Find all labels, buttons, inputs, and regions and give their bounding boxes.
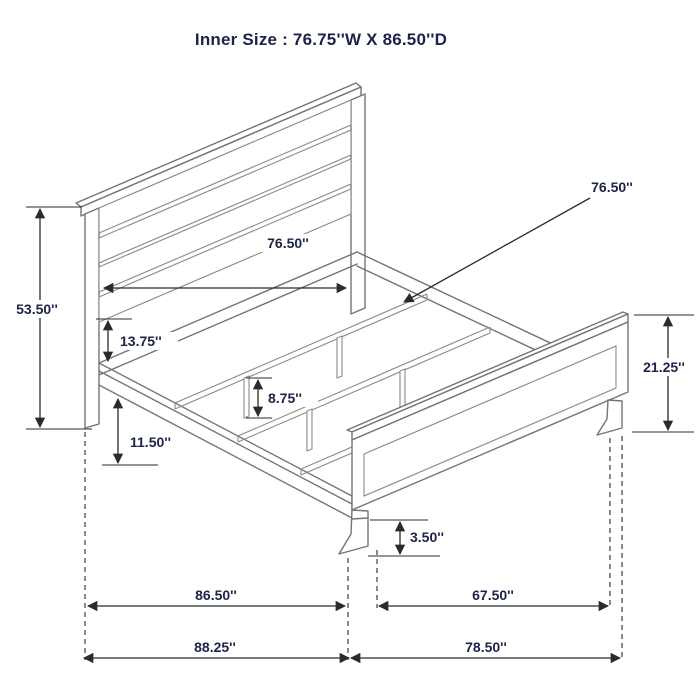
headboard-slat — [98, 99, 352, 234]
headboard-height-label: 53.50'' — [16, 301, 58, 317]
headboard-panel-gap-label: 13.75'' — [120, 333, 162, 349]
dimension-footboard-foot-height: 3.50'' — [368, 519, 460, 557]
dimension-inner-width: 76.50'' — [102, 234, 348, 294]
dimension-headboard-height: 53.50'' — [4, 206, 92, 430]
side-rail-length-label: 86.50'' — [195, 587, 237, 603]
support-rail — [237, 326, 491, 443]
support-leg-height-label: 8.75'' — [268, 390, 302, 406]
label-backdrop — [254, 234, 322, 252]
support-leg — [243, 375, 250, 419]
label-backdrop — [126, 433, 188, 451]
dimension-support-leg-height: 8.75'' — [246, 377, 318, 419]
label-backdrop — [116, 332, 178, 350]
headboard-slat — [98, 158, 352, 293]
footboard-panel-inset — [363, 345, 617, 497]
dimension-overall-depth: 88.25'' — [82, 638, 351, 664]
label-backdrop — [452, 638, 520, 655]
overall-depth-label: 88.25'' — [194, 639, 236, 655]
inner-width-label: 76.50'' — [267, 235, 309, 251]
headboard-left-post — [84, 207, 100, 429]
label-backdrop — [181, 638, 249, 655]
footboard-front-foot-notch — [351, 517, 369, 520]
headboard — [75, 82, 366, 429]
footboard-front-foot — [338, 509, 369, 555]
dimension-side-rail-length: 86.50'' — [86, 586, 347, 612]
dimension-overall-width: 78.50'' — [349, 638, 622, 664]
footboard-span-label: 67.50'' — [472, 587, 514, 603]
label-backdrop — [578, 178, 646, 196]
headboard-slat — [98, 129, 352, 264]
overall-width-label: 78.50'' — [465, 639, 507, 655]
footboard-panel — [351, 321, 629, 511]
footboard — [338, 311, 629, 555]
footboard-foot-height-label: 3.50'' — [410, 529, 444, 545]
footboard-height-label: 21.25'' — [643, 359, 685, 375]
dimension-rail-floor-clearance: 11.50'' — [102, 397, 188, 466]
front-side-rail — [98, 362, 353, 519]
label-backdrop — [4, 300, 70, 318]
dimension-support-rail-length: 76.50'' — [403, 178, 646, 303]
label-backdrop — [182, 586, 250, 603]
footboard-far-foot — [596, 399, 623, 436]
dimension-headboard-panel-gap: 13.75'' — [96, 318, 178, 363]
support-leg — [306, 408, 313, 452]
inner-size-title: Inner Size : 76.75''W X 86.50''D — [194, 30, 448, 49]
label-backdrop — [631, 358, 697, 376]
support-rail-length-label: 76.50'' — [591, 179, 633, 195]
dimension-footboard-height: 21.25'' — [631, 314, 697, 433]
support-leg — [399, 368, 406, 412]
label-backdrop — [406, 528, 460, 546]
headboard-right-post — [350, 93, 366, 315]
bed-frame — [98, 251, 613, 519]
dimension-footboard-span: 67.50'' — [377, 586, 610, 612]
support-rail-leader — [403, 197, 591, 303]
support-leg — [336, 335, 343, 379]
label-backdrop — [264, 389, 318, 407]
rail-floor-clearance-label: 11.50'' — [130, 434, 171, 450]
support-rail — [174, 293, 428, 410]
label-backdrop — [459, 586, 527, 603]
extension-lines — [84, 432, 623, 660]
